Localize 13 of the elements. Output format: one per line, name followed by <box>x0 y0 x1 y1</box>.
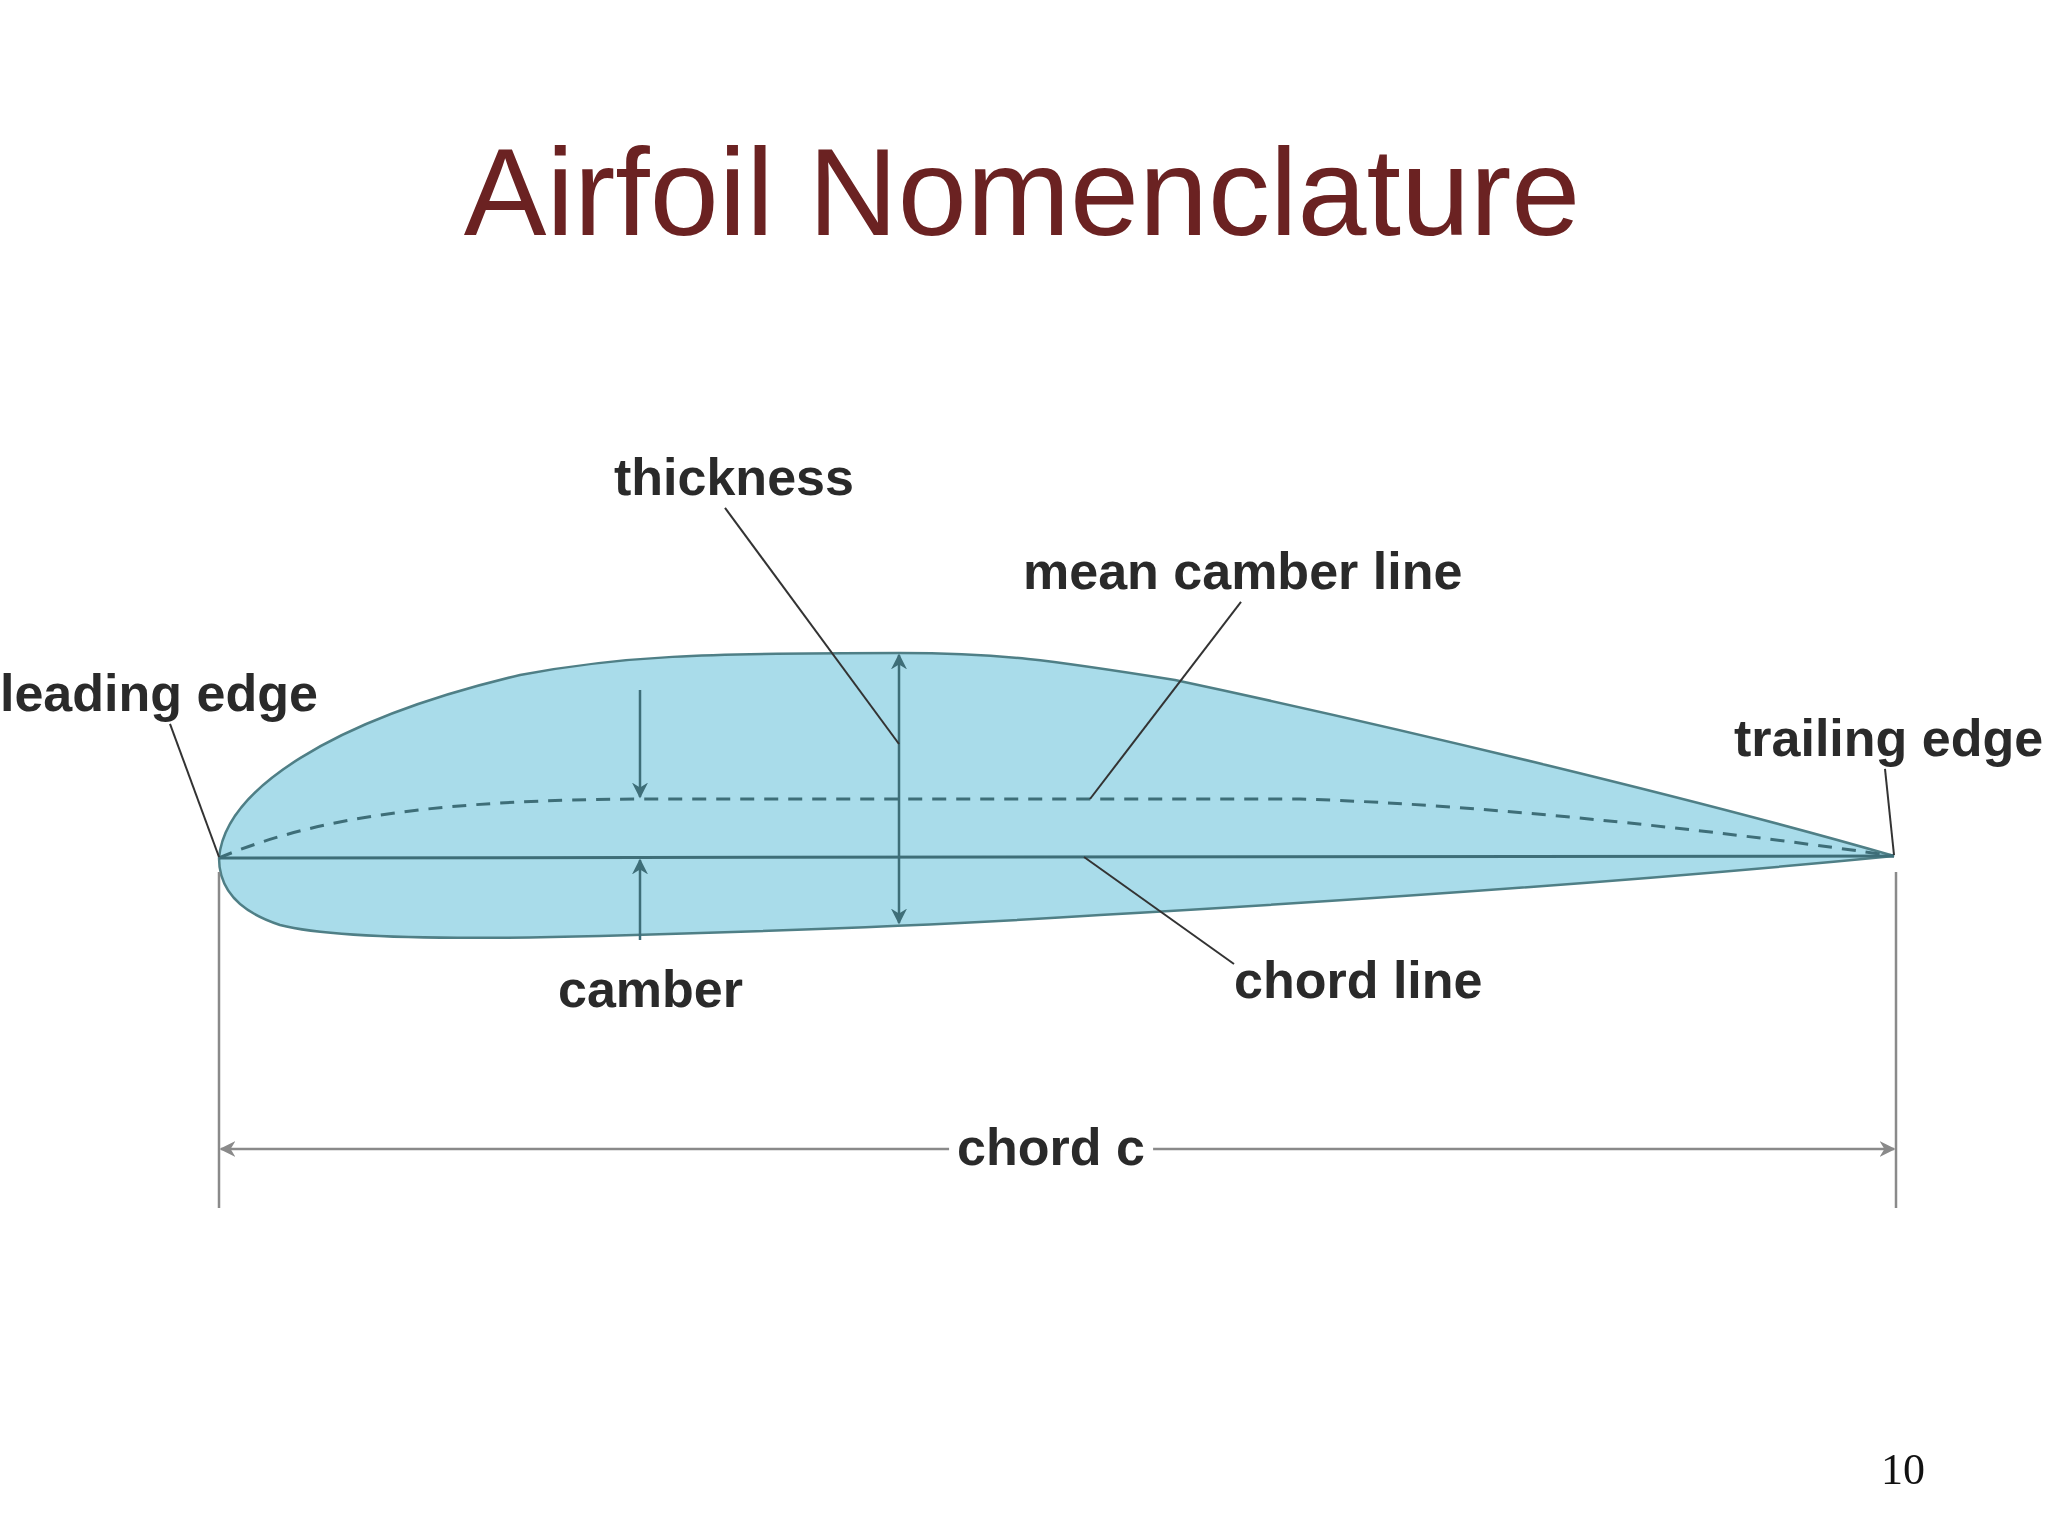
part-label: mean camber line <box>1023 542 1463 602</box>
leader-line <box>169 722 220 858</box>
part-label: thickness <box>614 448 854 508</box>
part-label: leading edge <box>0 664 318 724</box>
leader-line <box>1884 767 1895 856</box>
leader-line <box>1089 600 1242 800</box>
leader-line <box>724 506 900 745</box>
part-label: trailing edge <box>1734 709 2044 769</box>
dimension-label: camber <box>558 960 743 1020</box>
page-number: 10 <box>1881 1445 1925 1496</box>
leader-line <box>1083 856 1235 965</box>
slide-title: Airfoil Nomenclature <box>463 122 1581 263</box>
part-label: chord line <box>1234 951 1483 1011</box>
